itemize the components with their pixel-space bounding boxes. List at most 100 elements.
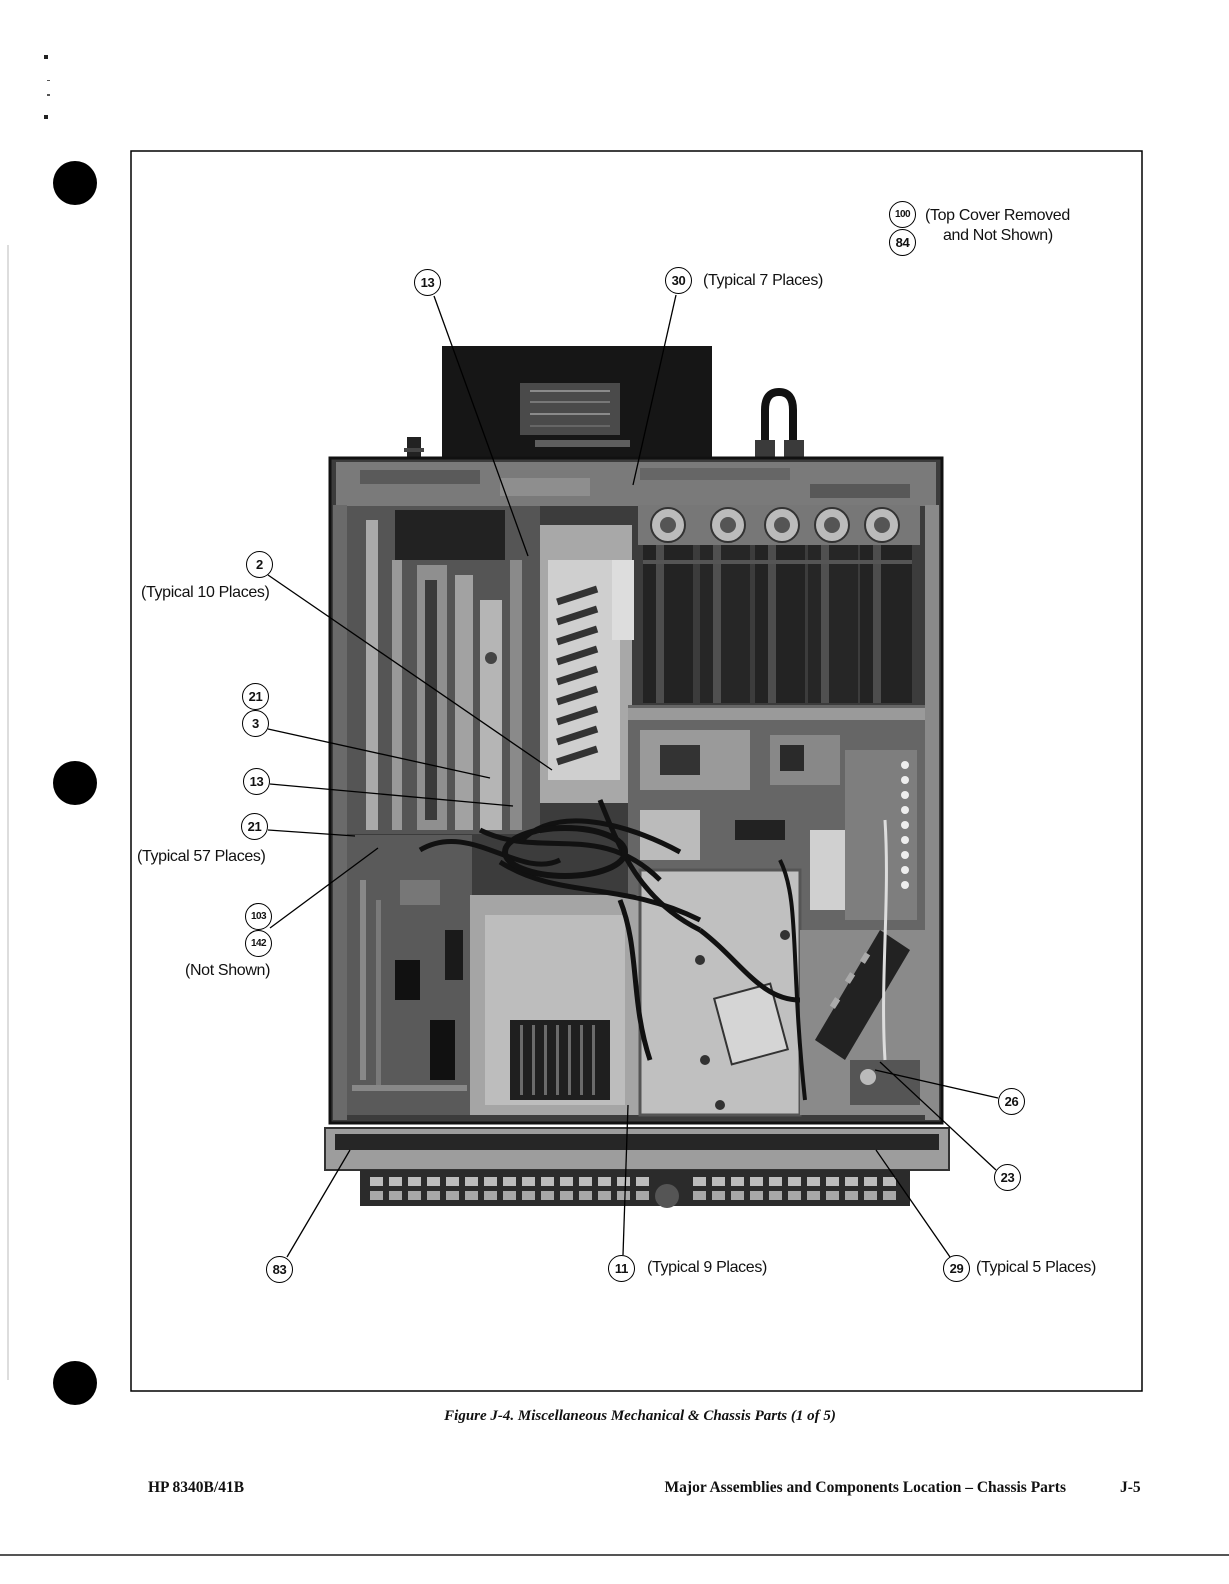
lower-center-board: [470, 895, 640, 1115]
rear-fan-housing: [442, 346, 712, 464]
binder-hole: [53, 761, 97, 805]
front-key: [503, 1177, 516, 1186]
rear-knob: [404, 437, 424, 462]
component-pad: [901, 806, 909, 814]
oscillator-assembly: [540, 525, 634, 803]
leader-2: [267, 574, 553, 771]
front-key: [560, 1191, 573, 1200]
front-key: [579, 1191, 592, 1200]
component-pad: [901, 821, 909, 829]
binder-hole: [53, 161, 97, 205]
front-key: [370, 1177, 383, 1186]
card-cage: [347, 506, 540, 834]
heat-sink-fin: [592, 1025, 595, 1095]
top-note-line1: (Top Cover Removed: [925, 207, 1070, 224]
leader-83: [286, 1149, 351, 1258]
front-key: [617, 1191, 630, 1200]
front-key: [712, 1177, 725, 1186]
callout-83: 83: [266, 1256, 293, 1283]
heat-sink-fin: [568, 1025, 571, 1095]
front-key: [883, 1191, 896, 1200]
front-key: [370, 1191, 383, 1200]
front-key: [636, 1177, 649, 1186]
front-key: [465, 1191, 478, 1200]
callout-21-a: 21: [242, 683, 269, 710]
binder-marks: [44, 55, 97, 1405]
callout-21-b: 21: [241, 813, 268, 840]
front-key: [731, 1191, 744, 1200]
callout-11-label: (Typical 9 Places): [647, 1259, 767, 1276]
tilted-module: [815, 930, 910, 1060]
heat-sink-fin: [556, 1025, 559, 1095]
leader-103-142: [269, 847, 379, 929]
callout-30-label: (Typical 7 Places): [703, 272, 823, 289]
front-key: [864, 1191, 877, 1200]
front-key: [788, 1177, 801, 1186]
front-key: [560, 1177, 573, 1186]
front-key: [712, 1191, 725, 1200]
rear-cable-loop: [755, 387, 804, 460]
figure-caption: Figure J-4. Miscellaneous Mechanical & C…: [444, 1408, 836, 1424]
rear-rail: [336, 462, 936, 506]
capacitor: [700, 545, 750, 703]
front-key: [750, 1177, 763, 1186]
heat-sink-fin: [532, 1025, 535, 1095]
callout-2: 2: [246, 551, 273, 578]
capacitor: [808, 545, 858, 703]
heat-sink-fin: [520, 1025, 523, 1095]
callout-103: 103: [245, 903, 272, 930]
component-pad: [901, 776, 909, 784]
lower-left-board: [347, 835, 472, 1115]
leader-3: [267, 728, 491, 779]
component-pad: [901, 761, 909, 769]
component-pad: [901, 836, 909, 844]
front-key: [598, 1191, 611, 1200]
front-key: [522, 1191, 535, 1200]
front-key: [826, 1177, 839, 1186]
front-key: [579, 1177, 592, 1186]
front-key: [389, 1191, 402, 1200]
front-key: [446, 1177, 459, 1186]
front-key: [541, 1177, 554, 1186]
front-knob: [655, 1184, 679, 1208]
front-key: [598, 1177, 611, 1186]
front-key: [693, 1191, 706, 1200]
figure-frame: [130, 150, 1143, 1392]
footer-page-number: J-5: [1120, 1479, 1141, 1496]
callout-30: 30: [665, 267, 692, 294]
front-key: [408, 1191, 421, 1200]
front-key: [541, 1191, 554, 1200]
chassis-photo: [324, 346, 950, 1208]
callout-100: 100: [889, 201, 916, 228]
front-key: [769, 1191, 782, 1200]
front-key: [769, 1177, 782, 1186]
front-keypad: [360, 1170, 910, 1208]
footer-section-title: Major Assemblies and Components Location…: [664, 1479, 1066, 1496]
callout-26: 26: [998, 1088, 1025, 1115]
capacitor: [755, 545, 805, 703]
callout-13-top: 13: [414, 269, 441, 296]
leader-21: [267, 829, 356, 837]
cable-harness: [418, 799, 888, 1101]
binder-hole: [53, 1361, 97, 1405]
front-key: [389, 1177, 402, 1186]
front-key: [731, 1177, 744, 1186]
leader-29: [875, 1149, 951, 1258]
callout-3: 3: [242, 710, 269, 737]
front-key: [807, 1177, 820, 1186]
front-key: [845, 1191, 858, 1200]
front-key: [807, 1191, 820, 1200]
front-key: [864, 1177, 877, 1186]
leader-13-top: [433, 295, 529, 557]
callout-21-label: (Typical 57 Places): [137, 848, 266, 865]
front-key: [750, 1191, 763, 1200]
leader-23: [879, 1061, 997, 1171]
front-key: [446, 1191, 459, 1200]
leader-30: [632, 294, 677, 486]
front-panel: [324, 1127, 950, 1171]
component-pad: [901, 866, 909, 874]
footer-model: HP 8340B/41B: [148, 1479, 245, 1496]
front-key: [427, 1177, 440, 1186]
front-key: [465, 1177, 478, 1186]
